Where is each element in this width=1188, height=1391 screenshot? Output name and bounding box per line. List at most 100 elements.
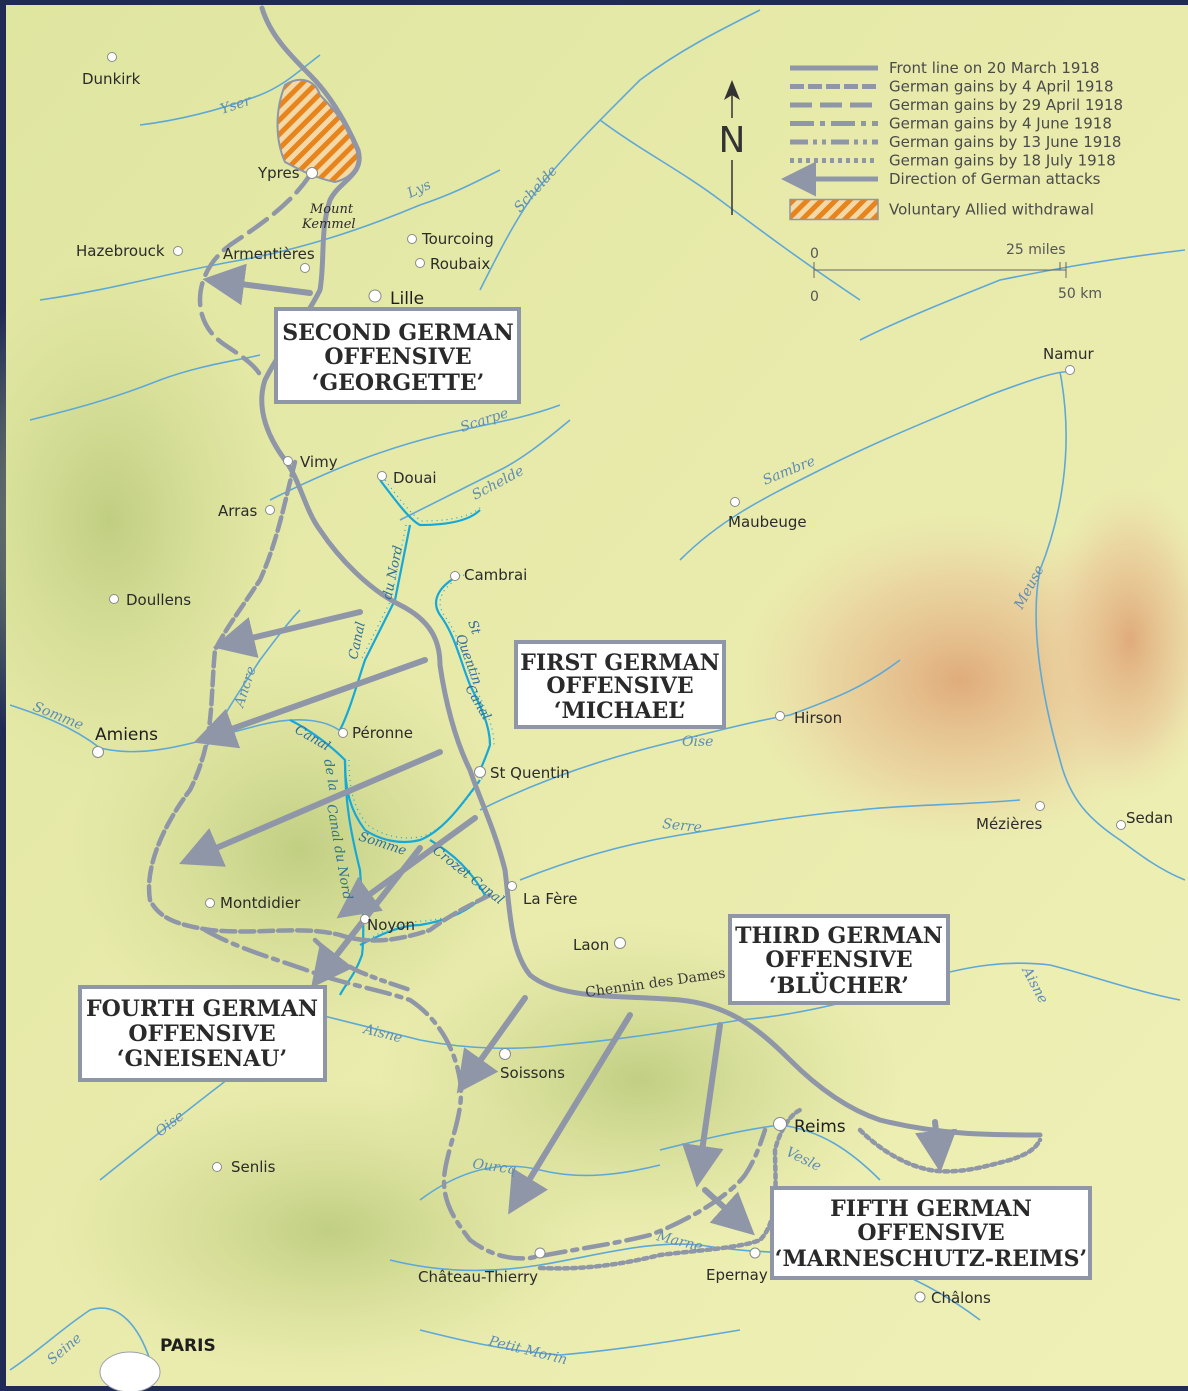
river-serre — [519, 799, 1021, 881]
river-schelde-south — [399, 419, 571, 521]
town-namur: Namur — [1043, 345, 1095, 363]
river-network — [9, 9, 1186, 1371]
legend-row-front-20-march: Front line on 20 March 1918 — [790, 59, 1100, 77]
canal-label-de-la-somme-2: de la — [320, 758, 340, 792]
attack-arrow-michael-4 — [336, 815, 478, 919]
town-maubeuge: Maubeuge — [728, 513, 807, 531]
st-quentin-canal — [434, 574, 492, 776]
attack-arrow-blucher-1 — [456, 995, 528, 1094]
town-laon: Laon — [573, 936, 609, 954]
map-frame-top — [0, 0, 1188, 5]
town-douai: Douai — [393, 469, 437, 487]
legend-label-withdrawal: Voluntary Allied withdrawal — [889, 201, 1094, 219]
legend-row-gains-18-july: German gains by 18 July 1918 — [790, 152, 1116, 170]
ardennes-hills-east — [1040, 480, 1188, 800]
scale-bar: 0 25 miles 0 50 km — [810, 242, 1102, 305]
offensive-fourth-line2: OFFENSIVE — [128, 1021, 275, 1047]
river-label-serre: Serre — [662, 816, 703, 836]
town-st-quentin: St Quentin — [490, 764, 570, 782]
river-petit-morin — [419, 1329, 741, 1356]
legend-label-gains-29-april: German gains by 29 April 1918 — [889, 96, 1123, 114]
scale-km-max: 50 km — [1058, 286, 1102, 302]
scale-miles-zero: 0 — [810, 246, 819, 262]
scale-miles-max: 25 miles — [1006, 242, 1066, 258]
offensive-box-first: FIRST GERMAN OFFENSIVE ‘MICHAEL’ — [514, 640, 726, 729]
town-roubaix: Roubaix — [430, 255, 490, 273]
canal-de-la-somme — [289, 719, 481, 844]
legend-swatch-withdrawal — [789, 198, 879, 221]
attack-arrows — [179, 263, 957, 1236]
attack-arrow-michael-2 — [193, 657, 428, 749]
river-sambre — [679, 370, 1071, 561]
map-frame-bottom — [0, 1386, 1188, 1391]
town-markers — [92, 52, 1126, 1391]
attack-arrow-marneschutz — [702, 1187, 755, 1236]
offensive-third-line3: ‘BLÜCHER’ — [769, 971, 909, 999]
river-label-oise-east: Oise — [682, 734, 713, 750]
legend-label-front-20-march: Front line on 20 March 1918 — [889, 59, 1100, 77]
attack-arrow-michael-1 — [212, 609, 363, 658]
town-sedan: Sedan — [1126, 809, 1173, 827]
north-label: N — [719, 120, 746, 161]
town-epernay: Epernay — [706, 1266, 768, 1284]
town-chalons: Châlons — [931, 1289, 991, 1307]
river-somme — [9, 704, 346, 753]
offensive-first-line1: FIRST GERMAN — [520, 650, 719, 676]
attack-arrow-blucher-3 — [681, 1022, 724, 1188]
gains-18-july — [537, 1107, 1043, 1271]
lowland-shade-picardy — [70, 650, 530, 1050]
gains-29-april — [197, 172, 313, 378]
legend-row-gains-13-june: German gains by 13 June 1918 — [790, 133, 1121, 151]
attack-arrow-reims-east — [915, 1119, 957, 1173]
town-senlis: Senlis — [231, 1158, 276, 1176]
town-chateau-thierry: Château-Thierry — [418, 1268, 538, 1286]
river-label-ourcq: Ourcq — [471, 1156, 517, 1178]
town-ypres: Ypres — [257, 164, 300, 182]
town-noyon: Noyon — [367, 916, 415, 934]
offensive-fifth-line1: FIFTH GERMAN — [830, 1196, 1032, 1222]
town-la-fere: La Fère — [523, 890, 577, 908]
town-vimy: Vimy — [300, 453, 338, 471]
town-mezieres: Mézières — [976, 815, 1043, 833]
scale-km-zero: 0 — [810, 289, 819, 305]
offensive-fifth-line3: ‘MARNESCHUTZ-REIMS’ — [775, 1246, 1087, 1272]
offensive-box-second: SECOND GERMAN OFFENSIVE ‘GEORGETTE’ — [274, 307, 521, 404]
legend-label-gains-13-june: German gains by 13 June 1918 — [889, 133, 1121, 151]
river-aisne-east — [739, 962, 1181, 1021]
legend-row-attack-direction: Direction of German attacks — [781, 161, 1101, 197]
north-arrow: N — [719, 80, 746, 215]
canal-label-st-quentin-1: St — [464, 618, 483, 637]
canal-ticks — [348, 475, 495, 942]
hill-mount-kemmel-1: Mount — [309, 202, 354, 217]
legend-row-withdrawal: Voluntary Allied withdrawal — [789, 198, 1094, 221]
river-schelde-north — [479, 9, 761, 291]
town-montdidier: Montdidier — [220, 894, 301, 912]
attack-arrow-michael-3 — [179, 749, 443, 867]
offensive-box-fourth: FOURTH GERMAN OFFENSIVE ‘GNEISENAU’ — [78, 985, 327, 1082]
lowland-shade-south — [50, 1080, 610, 1380]
front-line-20-march — [259, 5, 1043, 1138]
offensive-second-line3: ‘GEORGETTE’ — [312, 370, 485, 396]
offensive-fourth-line1: FOURTH GERMAN — [86, 996, 318, 1022]
paris-area — [99, 1351, 161, 1391]
town-doullens: Doullens — [126, 591, 191, 609]
town-soissons: Soissons — [500, 1064, 565, 1082]
river-stream-north — [599, 119, 861, 301]
town-peronne: Péronne — [352, 724, 413, 742]
legend-row-gains-4-april: German gains by 4 April 1918 — [790, 78, 1114, 96]
town-reims: Reims — [794, 1117, 846, 1137]
town-arras: Arras — [218, 502, 258, 520]
hill-mount-kemmel-2: Kemmel — [301, 217, 356, 232]
town-lille: Lille — [390, 289, 424, 309]
gains-4-april — [146, 459, 493, 943]
town-hazebrouck: Hazebrouck — [76, 242, 165, 260]
attack-arrow-georgette — [202, 263, 313, 306]
river-yser — [139, 54, 321, 126]
town-hirson: Hirson — [794, 709, 842, 727]
legend-row-gains-4-june: German gains by 4 June 1918 — [790, 115, 1112, 133]
town-armentieres: Armentières — [223, 245, 315, 263]
town-paris: PARIS — [160, 1336, 216, 1356]
offensive-second-line2: OFFENSIVE — [324, 344, 471, 370]
